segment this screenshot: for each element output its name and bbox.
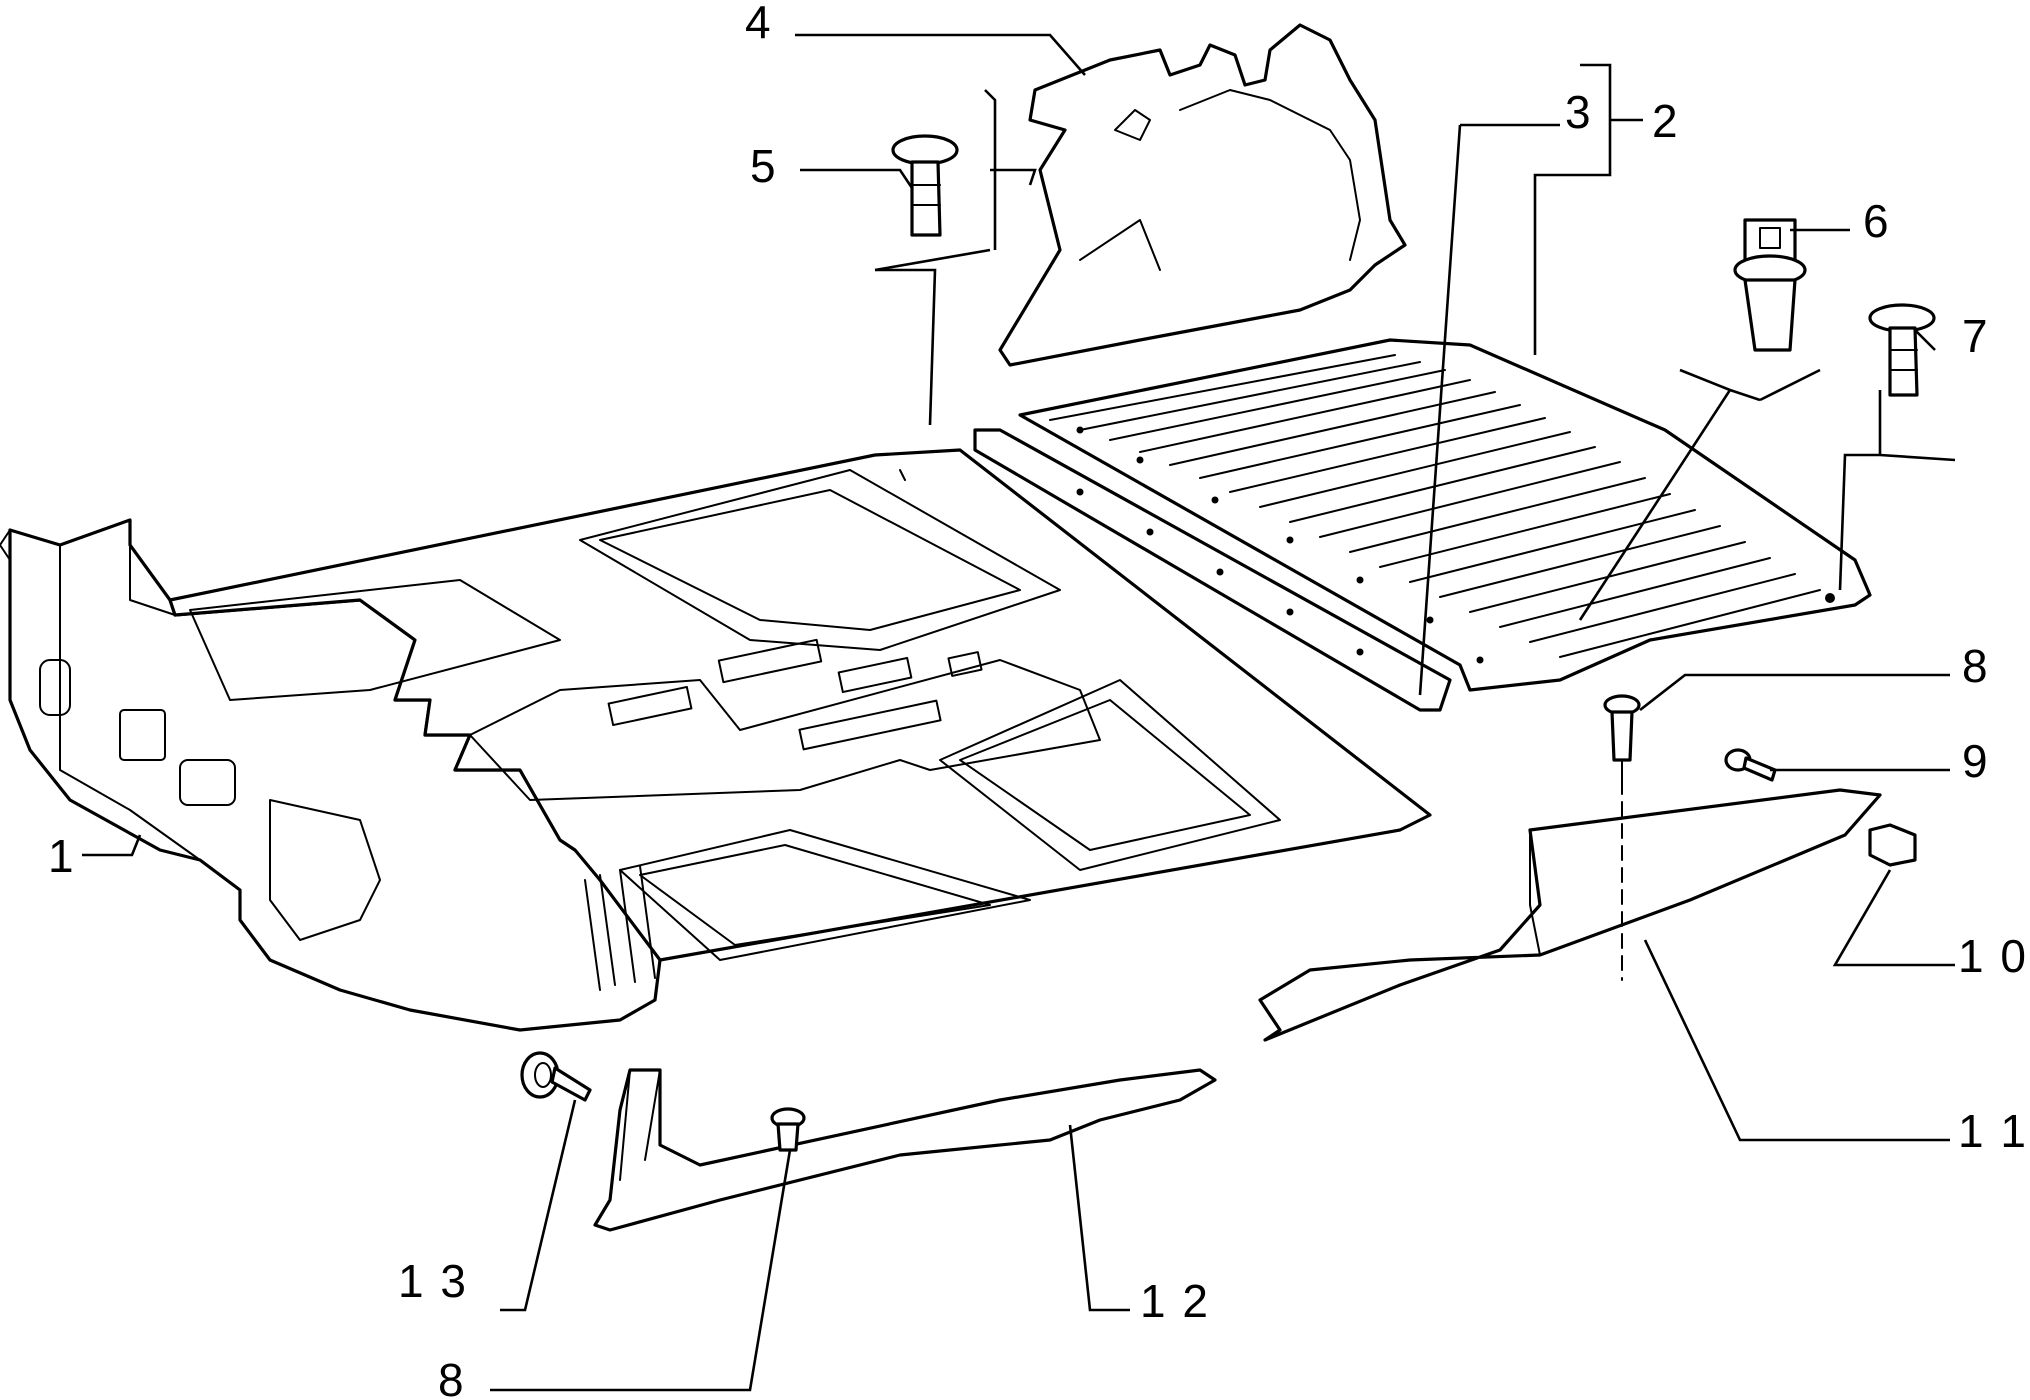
callout-8-upper: 8 — [1962, 640, 1990, 692]
callout-7: 7 — [1962, 310, 1990, 362]
callout-13: 1 3 — [398, 1255, 468, 1307]
expansion-nut-part-6 — [1733, 218, 1807, 352]
screw-part-8-upper — [1603, 694, 1641, 781]
clip-part-10 — [1868, 823, 1917, 867]
callout-8-lower: 8 — [438, 1354, 466, 1400]
leader-lines — [82, 33, 1956, 1392]
rear-floor-mat-part-2 — [1018, 338, 1872, 692]
callout-9: 9 — [1962, 735, 1990, 787]
grommet-part-13 — [520, 1051, 592, 1102]
push-clip-part-7 — [1868, 303, 1936, 397]
sill-trim-part-11 — [1258, 788, 1882, 1042]
callout-10: 1 0 — [1958, 930, 2028, 982]
sill-trim-part-12 — [593, 1068, 1217, 1232]
callout-3: 3 — [1565, 86, 1593, 138]
screw-part-9 — [1724, 748, 1777, 782]
callout-2: 2 — [1652, 95, 1680, 147]
callout-4: 4 — [745, 0, 773, 48]
floor-carpet-part-1 — [0, 448, 1432, 1032]
callout-11: 1 1 — [1958, 1105, 2028, 1157]
callout-12: 1 2 — [1140, 1275, 1210, 1327]
side-trim-part-4 — [998, 23, 1407, 367]
callout-6: 6 — [1863, 195, 1891, 247]
push-clip-part-5 — [891, 134, 959, 237]
callout-1: 1 — [48, 830, 76, 882]
callout-5: 5 — [750, 140, 778, 192]
screw-part-8-lower — [770, 1107, 806, 1152]
trim-strip-part-3 — [973, 428, 1452, 712]
